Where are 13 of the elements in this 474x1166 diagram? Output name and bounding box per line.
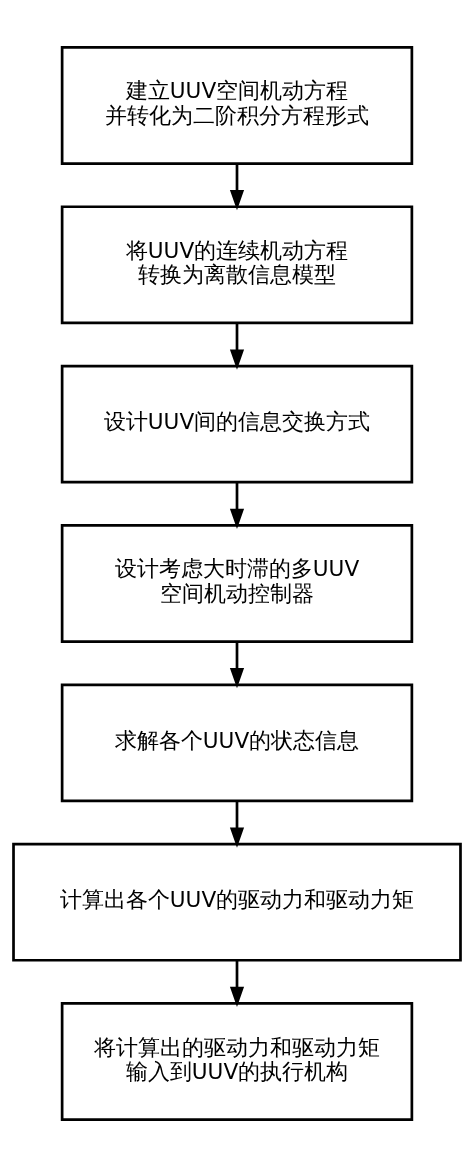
node-box: 将UUV的连续机动方程转换为离散信息模型 <box>60 204 414 324</box>
node-box: 将计算出的驱动力和驱动力矩输入到UUV的执行机构 <box>60 1001 414 1121</box>
node-box: 计算出各个UUV的驱动力和驱动力矩 <box>12 842 462 962</box>
arrow <box>229 960 245 1007</box>
node-box: 建立UUV空间机动方程并转化为二阶积分方程形式 <box>60 45 414 165</box>
node-box: 设计考虑大时滞的多UUV空间机动控制器 <box>60 523 414 643</box>
arrow <box>229 800 245 848</box>
node-box: 设计UUV间的信息交换方式 <box>60 364 414 484</box>
arrow <box>229 482 245 529</box>
arrow <box>229 322 245 370</box>
arrow <box>229 641 245 688</box>
node-box: 求解各个UUV的状态信息 <box>60 682 414 802</box>
arrow <box>229 163 245 210</box>
